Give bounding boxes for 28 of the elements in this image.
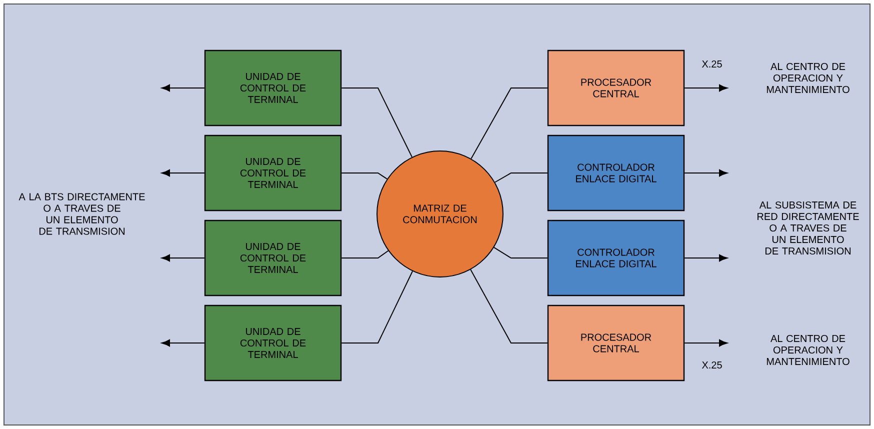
arrow bbox=[161, 84, 205, 92]
terminal-unit-box: UNIDAD DE CONTROL DE TERMINAL bbox=[204, 134, 342, 212]
terminal-unit-box: UNIDAD DE CONTROL DE TERMINAL bbox=[204, 220, 342, 296]
arrow bbox=[684, 169, 728, 177]
connector-line bbox=[341, 250, 389, 258]
destination-note: A LA BTS DIRECTAMENTE O A TRAVES DE UN ELEMENTO DE TRANSMISION bbox=[18, 193, 145, 235]
destination-note: AL SUBSISTEMA DE RED DIRECTAMENTE O A TRAVES DE UN ELEMENTO DE TRANSMISION bbox=[758, 201, 859, 255]
connector-line bbox=[493, 246, 548, 258]
connector-line bbox=[341, 270, 413, 344]
arrow bbox=[161, 169, 205, 177]
terminal-unit-box: UNIDAD DE CONTROL DE TERMINAL bbox=[204, 304, 342, 382]
arrow bbox=[684, 84, 728, 92]
arrow bbox=[161, 254, 205, 262]
connector-line bbox=[494, 172, 548, 183]
link-controller-box: CONTROLADOR ENLACE DIGITAL bbox=[547, 134, 685, 212]
terminal-unit-box: UNIDAD DE CONTROL DE TERMINAL bbox=[204, 50, 342, 126]
connector-line bbox=[470, 88, 548, 160]
connector-line bbox=[341, 172, 388, 180]
processor-box: PROCESADOR CENTRAL bbox=[547, 304, 685, 382]
destination-note: AL CENTRO DE OPERACION Y MANTENIMIENTO bbox=[766, 62, 850, 94]
arrow bbox=[161, 339, 205, 347]
connector-line bbox=[341, 88, 412, 158]
processor-box: PROCESADOR CENTRAL bbox=[547, 50, 685, 126]
link-controller-box: CONTROLADOR ENLACE DIGITAL bbox=[547, 220, 685, 296]
arrow bbox=[684, 254, 728, 262]
arrow bbox=[684, 339, 728, 347]
connector-line bbox=[470, 269, 548, 344]
destination-note: AL CENTRO DE OPERACION Y MANTENIMIENTO bbox=[766, 334, 850, 366]
